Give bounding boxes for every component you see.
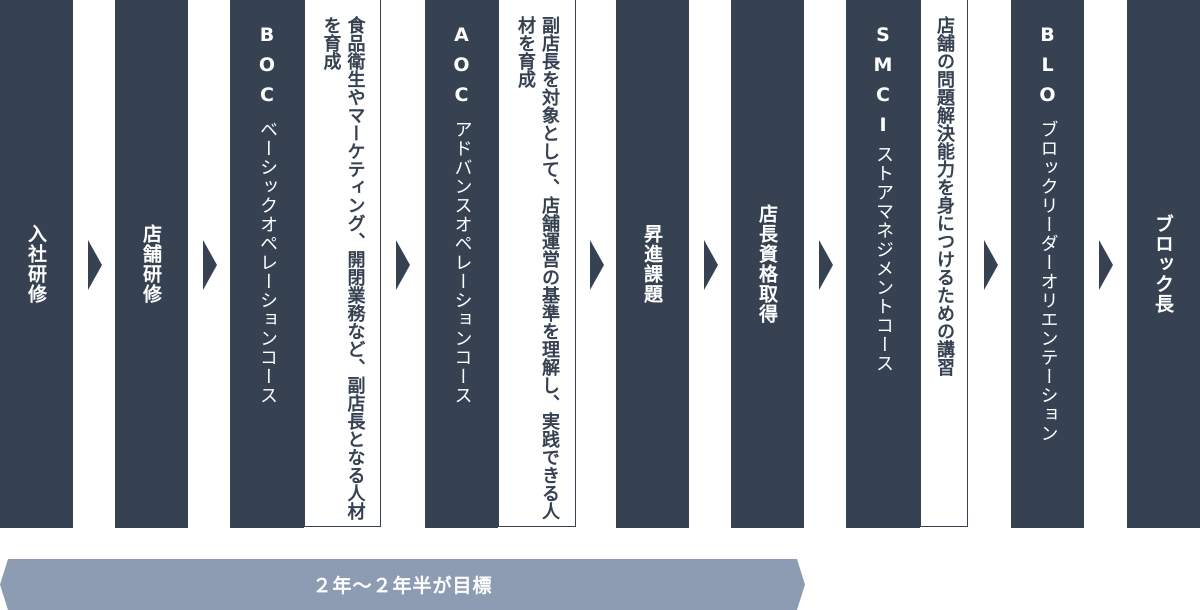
course-name: ベーシックオペレーションコース [257,120,278,405]
aoc-description: 副店長を対象として、店舗運営の基準を理解し、実践できる人材を育成 [498,0,576,527]
target-period-banner: ２年〜２年半が目標 [0,559,805,610]
arrow-right-icon [704,240,718,290]
course-name: ストアマネジメントコース [873,145,894,373]
arrow-right-icon [88,240,102,290]
step-block-manager: ブロック長 [1127,0,1200,528]
step-entry-training: 入社研修 [0,0,73,528]
step-label: 店舗研修 [140,224,162,304]
boc-description: 食品衛生やマーケティング、開閉業務など、副店長となる人材を育成 [304,0,381,527]
smci-description: 店舗の問題解決能力を身につけるための講習 [920,0,968,527]
step-label: 店長資格取得 [756,204,778,324]
step-label: 入社研修 [25,224,47,304]
arrow-right-icon [396,240,410,290]
step-label: ブロック長 [1152,214,1174,314]
course-name: アドバンスオペレーションコース [451,120,473,405]
arrow-right-icon [1099,240,1113,290]
arrow-right-icon [819,240,833,290]
step-store-training: 店舗研修 [115,0,188,528]
step-label: 昇進課題 [641,224,663,304]
step-promotion-task: 昇進課題 [616,0,689,528]
step-manager-qualification: 店長資格取得 [731,0,804,528]
course-name: ブロックリーダーオリエンテーション [1037,120,1059,443]
banner-label: ２年〜２年半が目標 [312,575,493,597]
arrow-right-icon [203,240,217,290]
arrow-right-icon [984,240,998,290]
arrow-right-icon [590,240,604,290]
